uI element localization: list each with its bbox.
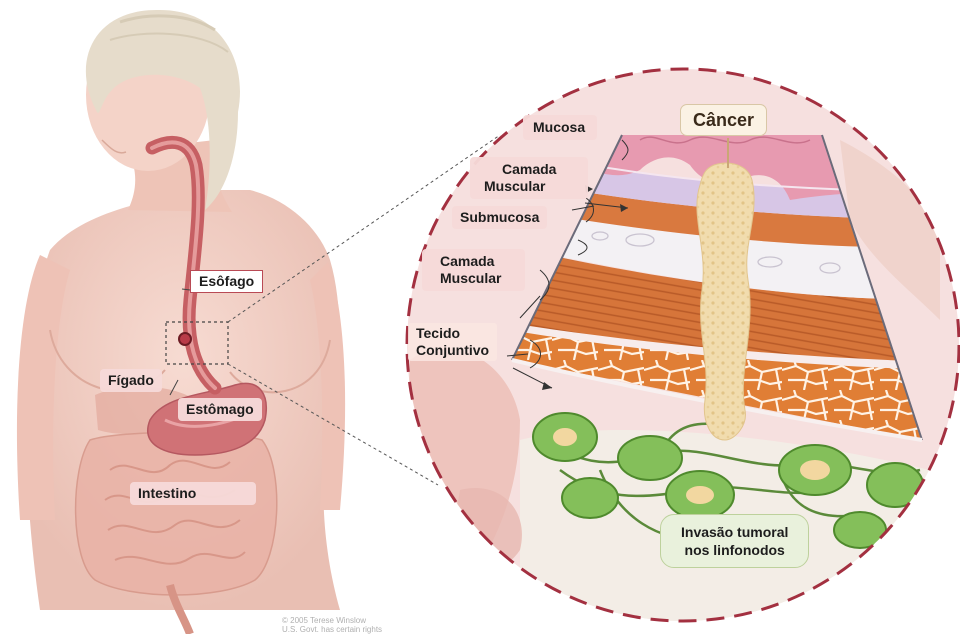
label-submucosa: Submucosa xyxy=(452,206,547,229)
label-muscular-upper: Camada Muscular xyxy=(470,157,588,199)
label-esophagus: Esôfago xyxy=(190,270,263,293)
copyright-notice: © 2005 Terese Winslow U.S. Govt. has cer… xyxy=(282,616,382,634)
label-muscular-upper-line1: Camada xyxy=(484,161,556,178)
label-lymph-invasion: Invasão tumoral nos linfonodos xyxy=(660,514,809,568)
label-cancer: Câncer xyxy=(680,104,767,136)
label-intestine: Intestino xyxy=(130,482,256,505)
label-stomach: Estômago xyxy=(178,398,262,421)
copyright-line2: U.S. Govt. has certain rights xyxy=(282,625,382,634)
label-muscular-lower-line1: Camada xyxy=(440,253,501,270)
label-lymph-line2: nos linfonodos xyxy=(681,541,788,559)
label-lymph-line1: Invasão tumoral xyxy=(681,523,788,541)
label-muscular-upper-line2: Muscular xyxy=(484,178,556,195)
label-mucosa: Mucosa xyxy=(523,115,597,140)
tumor-marker xyxy=(179,333,191,345)
label-muscular-lower: Camada Muscular xyxy=(422,249,525,291)
label-muscular-lower-line2: Muscular xyxy=(440,270,501,287)
label-connective-tissue: Tecido Conjuntivo xyxy=(408,323,497,361)
label-connective-line2: Conjuntivo xyxy=(416,342,489,359)
label-connective-line1: Tecido xyxy=(416,325,489,342)
intestine-shape xyxy=(76,433,277,596)
label-liver: Fígado xyxy=(100,369,162,392)
body-figure xyxy=(17,10,345,634)
copyright-line1: © 2005 Terese Winslow xyxy=(282,616,382,625)
